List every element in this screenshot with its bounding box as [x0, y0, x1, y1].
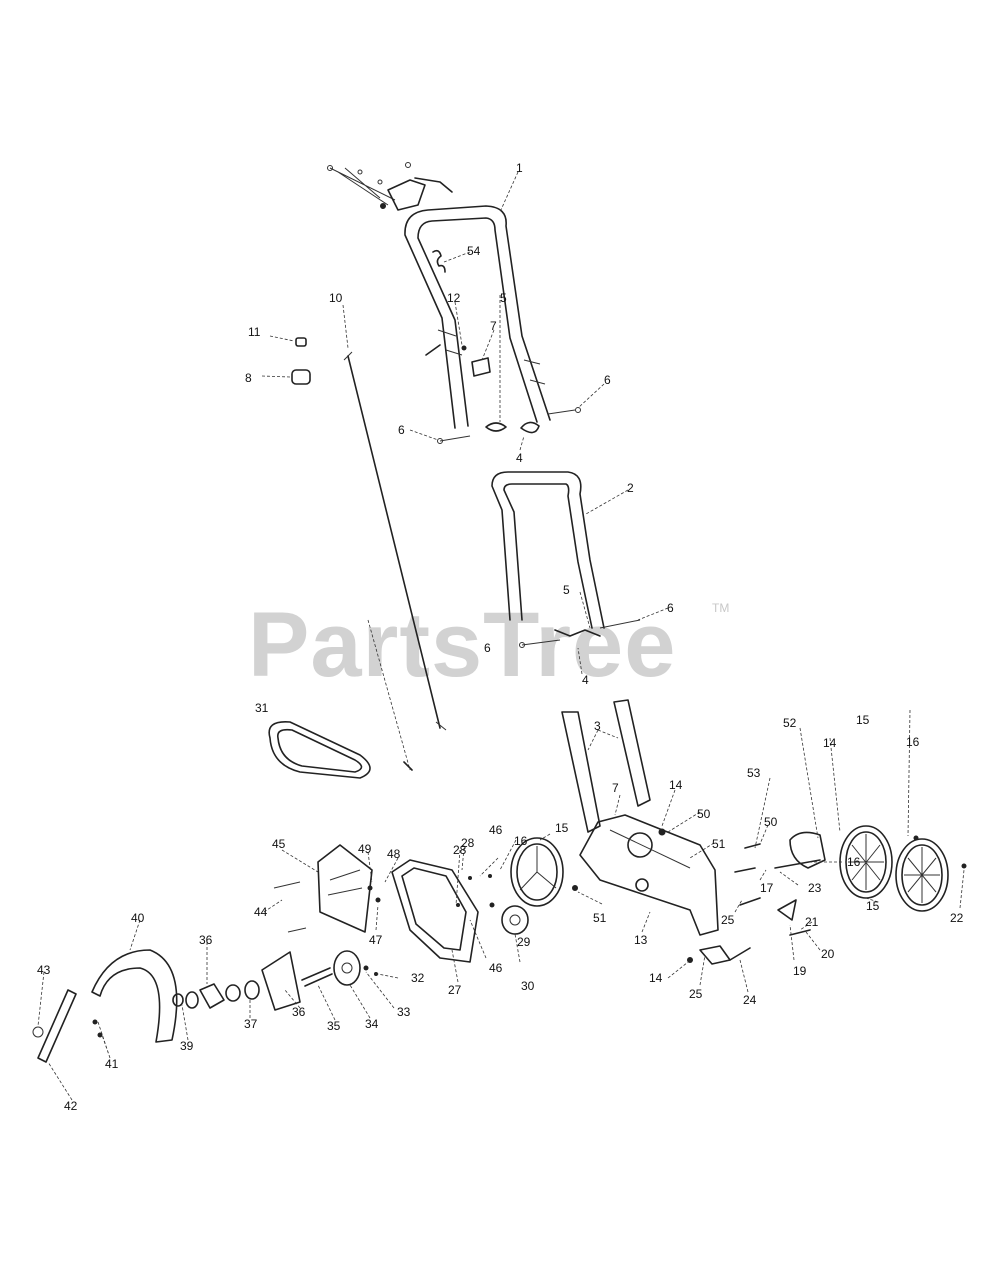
- label-54: 54: [467, 244, 481, 258]
- cable-clip-11: [269, 335, 307, 347]
- watermark-trademark: TM: [712, 601, 729, 615]
- label-50-rear: 50: [764, 815, 778, 829]
- label-51-center: 51: [593, 911, 607, 925]
- spring-54: [432, 249, 446, 273]
- label-36: 36: [292, 1005, 306, 1019]
- label-25-upper: 25: [721, 913, 735, 927]
- label-40: 40: [131, 911, 145, 925]
- label-24: 24: [743, 993, 757, 1007]
- label-44: 44: [254, 905, 268, 919]
- label-28-lower: 28: [453, 843, 467, 857]
- label-14-lower: 14: [649, 971, 663, 985]
- rear-hardware: [572, 828, 967, 965]
- upper-hardware: [425, 344, 581, 444]
- label-28-upper: 28: [461, 836, 475, 850]
- label-16-rear: 16: [906, 735, 920, 749]
- label-22: 22: [950, 911, 964, 925]
- label-11: 11: [248, 325, 261, 339]
- label-6-lower-right: 6: [667, 601, 674, 615]
- watermark: PartsTree TM: [248, 594, 729, 696]
- label-51-housing: 51: [712, 837, 726, 851]
- control-cable: [342, 304, 447, 771]
- label-3: 3: [594, 719, 601, 733]
- label-6-upper-left: 6: [398, 423, 405, 437]
- label-30: 30: [521, 979, 535, 993]
- label-17: 17: [760, 881, 774, 895]
- label-13: 13: [634, 933, 648, 947]
- label-1: 1: [516, 161, 523, 175]
- cable-guide-8: [261, 369, 311, 385]
- label-21: 21: [805, 915, 819, 929]
- label-52: 52: [783, 716, 797, 730]
- label-6-lower-left: 6: [484, 641, 491, 655]
- label-48: 48: [387, 847, 401, 861]
- label-42: 42: [64, 1099, 78, 1113]
- label-50-housing: 50: [697, 807, 711, 821]
- drive-belt: [268, 721, 371, 779]
- label-14-housing: 14: [669, 778, 683, 792]
- label-4-upper: 4: [516, 451, 523, 465]
- label-15-center: 15: [555, 821, 569, 835]
- main-housing: [579, 814, 719, 936]
- edger-blade: [37, 989, 77, 1063]
- label-49: 49: [358, 842, 372, 856]
- label-16-axle: 16: [847, 855, 861, 869]
- label-31: 31: [255, 701, 269, 715]
- blade-shield: [91, 949, 178, 1043]
- rear-wheel-lower: [895, 838, 949, 912]
- label-39: 39: [180, 1039, 194, 1053]
- belt-guard: [317, 844, 373, 933]
- callout-lines: [37, 171, 965, 1101]
- label-33: 33: [397, 1005, 411, 1019]
- label-7-lower: 7: [612, 781, 619, 795]
- label-53: 53: [747, 766, 761, 780]
- label-5-upper: 5: [500, 291, 507, 305]
- control-lever-assembly: [327, 162, 453, 211]
- label-34: 34: [365, 1017, 379, 1031]
- misc-hardware: [32, 874, 495, 1038]
- upper-handle: [404, 205, 551, 429]
- center-pulley: [510, 837, 564, 907]
- label-6-upper-right: 6: [604, 373, 611, 387]
- label-5-lower: 5: [563, 583, 570, 597]
- label-8: 8: [245, 371, 252, 385]
- label-15-rear-lower: 15: [866, 899, 880, 913]
- label-12: 12: [447, 291, 461, 305]
- label-38: 36: [199, 933, 213, 947]
- label-23: 23: [808, 881, 822, 895]
- label-41: 41: [105, 1057, 119, 1071]
- label-43: 43: [37, 963, 51, 977]
- label-19: 19: [793, 964, 807, 978]
- label-25-lower: 25: [689, 987, 703, 1001]
- label-47: 47: [369, 933, 383, 947]
- label-46-lower: 46: [489, 961, 503, 975]
- label-16-center: 16: [514, 834, 528, 848]
- watermark-text: PartsTree: [248, 594, 676, 696]
- label-32: 32: [411, 971, 425, 985]
- label-46-upper: 46: [489, 823, 503, 837]
- label-27: 27: [448, 983, 462, 997]
- blade-shaft-stack: [172, 950, 361, 1011]
- label-7-upper: 7: [490, 319, 497, 333]
- label-10: 10: [329, 291, 343, 305]
- label-2: 2: [627, 481, 634, 495]
- label-15-rear-upper: 15: [856, 713, 870, 727]
- idler-pulley: [501, 905, 529, 935]
- label-14-rear: 14: [823, 736, 837, 750]
- lower-handle-hardware: [519, 619, 641, 648]
- label-4-lower: 4: [582, 673, 589, 687]
- label-45: 45: [272, 837, 286, 851]
- label-37: 37: [244, 1017, 258, 1031]
- handle-brackets: [561, 699, 651, 833]
- idler-arm: [391, 859, 479, 963]
- wheel-bracket: [789, 831, 826, 869]
- label-35: 35: [327, 1019, 341, 1033]
- part-labels: 1 54 10 12 7 11 8 5 6 6 4 2 5 6 6 4 31 3…: [37, 161, 964, 1113]
- label-20: 20: [821, 947, 835, 961]
- lower-handle: [491, 471, 605, 629]
- label-29: 29: [517, 935, 531, 949]
